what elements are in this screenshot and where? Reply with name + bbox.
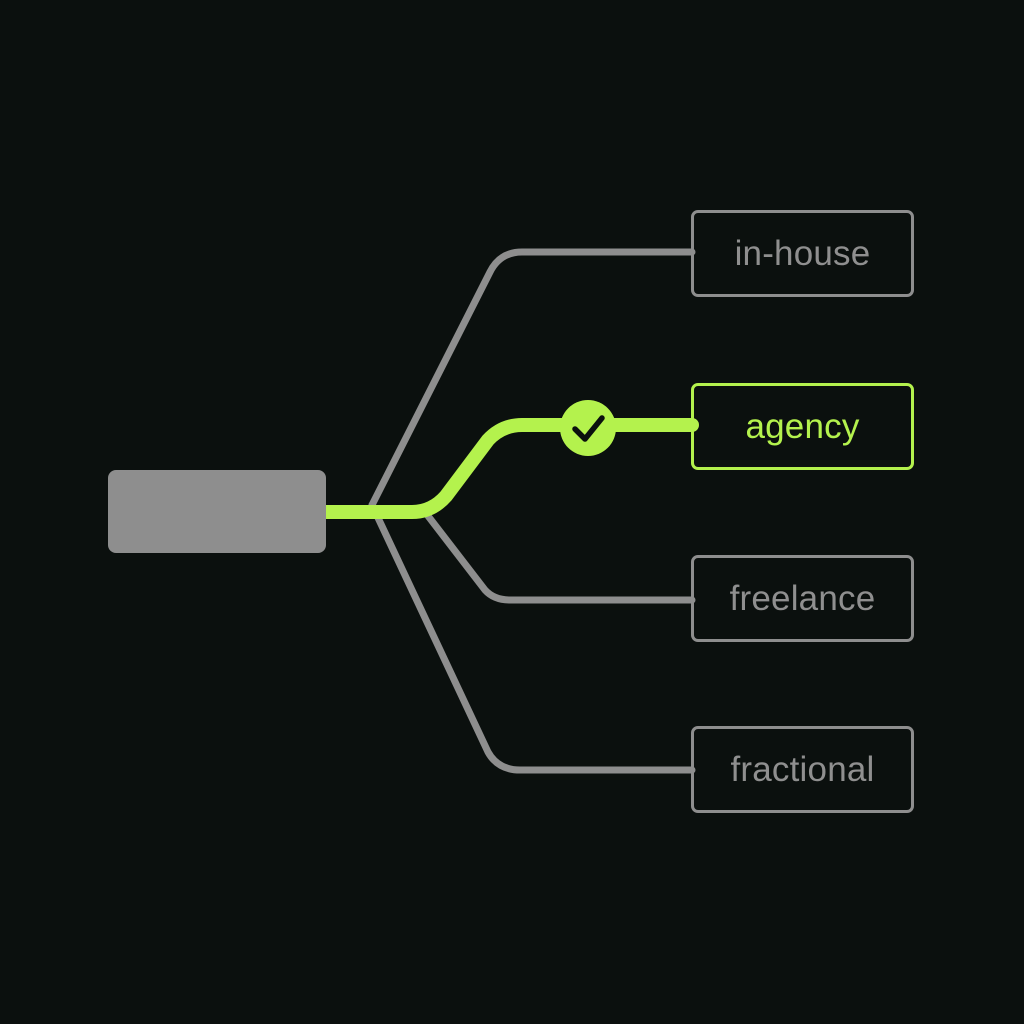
option-agency[interactable]: agency (691, 383, 914, 470)
option-label: in-house (734, 233, 871, 273)
connector-fractional (368, 501, 696, 774)
connector-freelance (421, 508, 696, 604)
option-label: fractional (730, 749, 875, 789)
option-fractional[interactable]: fractional (691, 726, 914, 813)
option-freelance[interactable]: freelance (691, 555, 914, 642)
option-label: freelance (729, 578, 876, 618)
connector-agency-active (319, 418, 699, 519)
connector-in-house (368, 248, 696, 509)
option-in-house[interactable]: in-house (691, 210, 914, 297)
option-label: agency (745, 406, 860, 446)
source-node (108, 470, 326, 553)
check-icon (560, 400, 616, 456)
